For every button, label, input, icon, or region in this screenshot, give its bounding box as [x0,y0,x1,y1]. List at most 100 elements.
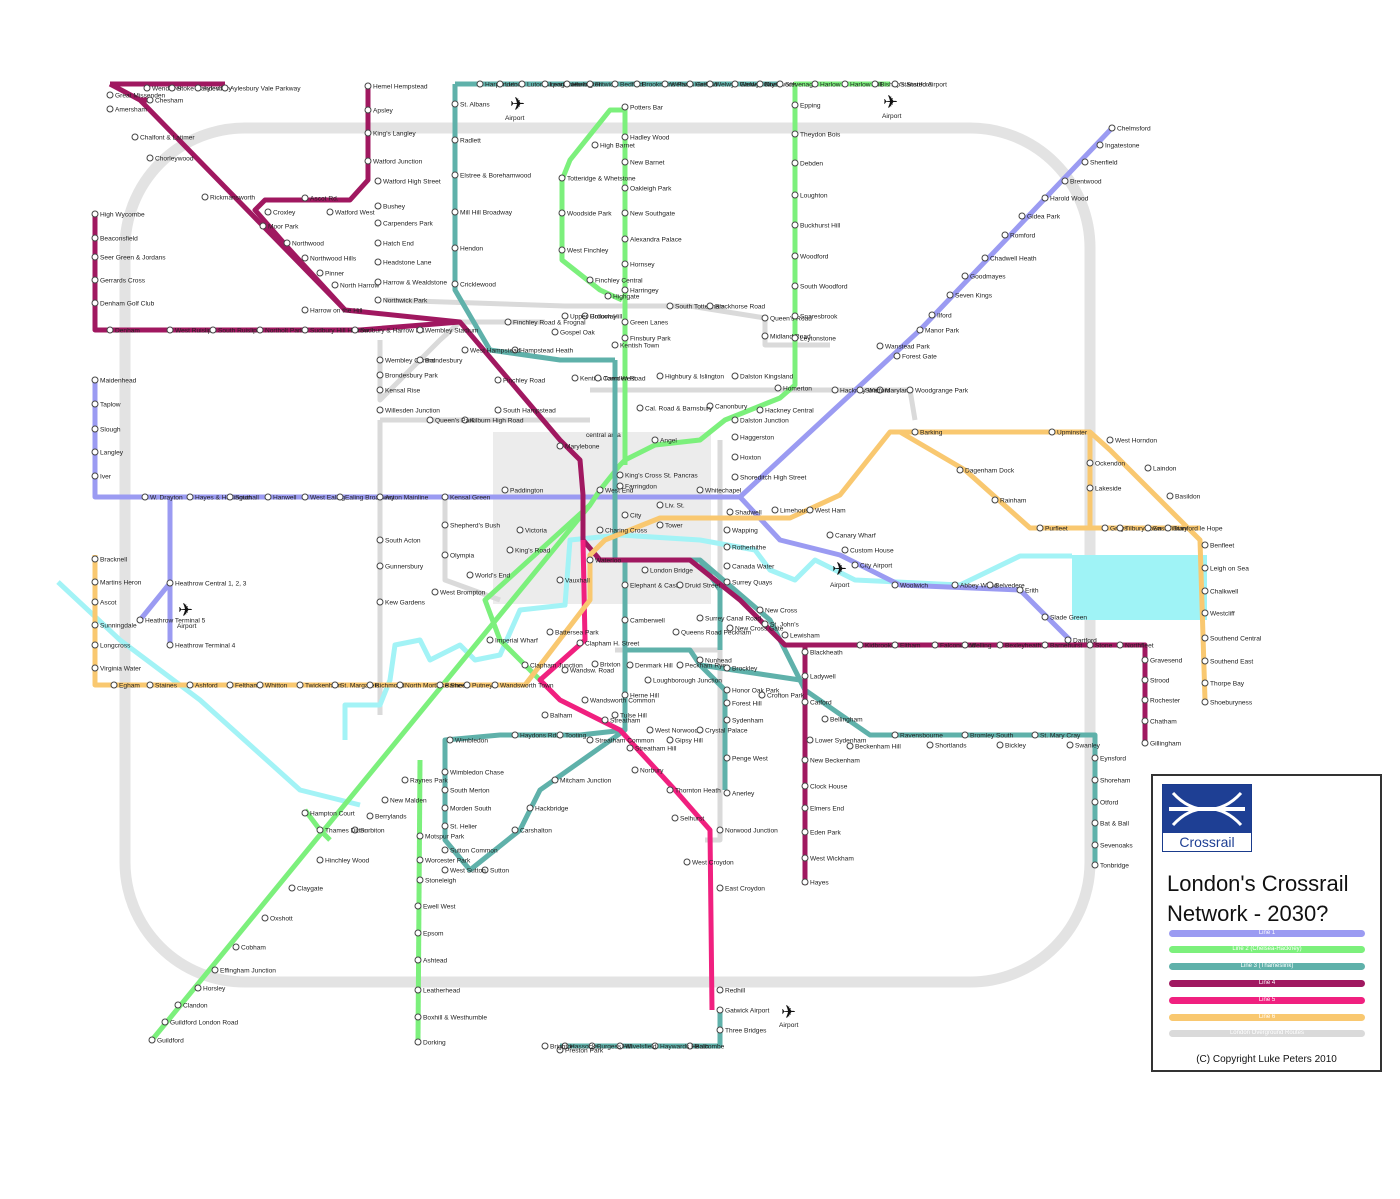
station-label: World's End [475,573,511,580]
station: Martins Heron [91,578,142,587]
station-label: Burgess Hill [597,1044,633,1051]
station: Dalston Kingsland [731,372,793,381]
station: Southend East [1201,657,1253,666]
station-label: Surrey Quays [732,580,773,587]
station-dot [951,581,959,589]
station-dot [256,326,264,334]
station-label: Queens Road Peckham [681,630,752,637]
station-dot [551,776,559,784]
station: Barnes [436,681,467,690]
station: Haywards Heath [651,1042,709,1051]
station-dot [756,606,764,614]
station: Balcombe [686,1042,725,1051]
station: Bellingham [821,715,863,724]
station-label: Guildford London Road [170,1020,239,1027]
station: Wanstead Park [876,342,931,351]
station: Benfleet [1201,541,1234,550]
station-dot [981,254,989,262]
station-dot [621,184,629,192]
station-label: Olympia [450,553,475,560]
station: Wandsw. Road [561,666,614,675]
station-label: Wembley Central [385,358,436,365]
station: Custom House [841,546,894,555]
station-label: Whitechapel [705,488,742,495]
station-label: Woolwich [900,583,928,590]
station-label: Hatfield [695,82,718,89]
station-label: Norbury [640,768,664,775]
station-dot [226,493,234,501]
station: New Southgate [621,209,675,218]
station: W. Drayton [141,493,183,502]
station-label: Worcester Park [425,858,471,865]
station-label: Chalkwell [1210,589,1239,596]
station-dot [288,884,296,892]
station-dot [611,711,619,719]
station: Guildford [148,1036,184,1045]
station-dot [283,239,291,247]
station: Tilbury Town [1116,524,1162,533]
station-dot [696,656,704,664]
station-dot [588,1042,596,1050]
station-label: Hackney Central [765,408,814,415]
station: Slough [91,425,121,434]
station-label: Thornton Heath [675,788,721,795]
station: South Tottenham [666,302,725,311]
station-dot [141,493,149,501]
station-label: Leytonstone [800,336,836,343]
station-dot [546,628,554,636]
station-label: Otford [1100,800,1119,807]
station-dot [723,716,731,724]
station: Chalfont & Latimer [131,133,195,142]
station-label: Hoxton [740,455,761,462]
station: Ravensbourne [891,731,943,740]
legend-line-2: Line 2 (Chelsea-Hackney) [1169,946,1365,953]
station-label: Penge West [732,756,768,763]
station: Cal. Road & Barnsbury [636,404,713,413]
station-label: Alexandra Palace [630,237,682,244]
station-dot [696,614,704,622]
station-dot [1144,464,1152,472]
station: Northwick Park [374,296,428,305]
station-label: Finsbury Park [630,336,671,343]
station-dot [716,986,724,994]
station-label: West Norwood [655,728,698,735]
station-label: Preston Park [565,1048,604,1055]
station-dot [301,493,309,501]
station-label: London Bridge [650,568,693,575]
station-label: Hadley Wood [630,135,670,142]
station-dot [558,246,566,254]
station: Catford [801,698,832,707]
station-dot [518,80,526,88]
station-dot [374,219,382,227]
station: Norbury [631,766,664,775]
station: Camden Road [594,374,646,383]
station: City [621,511,642,520]
station-dot [1101,524,1109,532]
station-dot [856,386,864,394]
station-label: Bushey [383,204,406,211]
station-label: Streatham Common [595,738,654,745]
station-dot [1091,776,1099,784]
station-dot [494,406,502,414]
station-label: Hendon [460,246,483,253]
station-label: Erith [1025,588,1039,595]
station-dot [1201,698,1209,706]
station: Abbey Wood [951,581,998,590]
station-label: Ascot Rd. [310,196,339,203]
station-label: Stratford [865,388,891,395]
station-label: Liv. St. [665,503,685,510]
airport-icon-luton: ✈Airport [505,94,525,122]
station: Battersea Park [546,628,599,637]
station: St. Albans [451,100,490,109]
station: Wimbledon [446,736,488,745]
station-dot [376,386,384,394]
station-label: Martins Heron [100,580,142,587]
station-dot [636,404,644,412]
station-dot [946,291,954,299]
station-dot [91,664,99,672]
station-label: St. Margarets [340,683,380,690]
station-label: Seven Kings [955,293,993,300]
station-dot [801,878,809,886]
station: Alexandra Palace [621,235,682,244]
